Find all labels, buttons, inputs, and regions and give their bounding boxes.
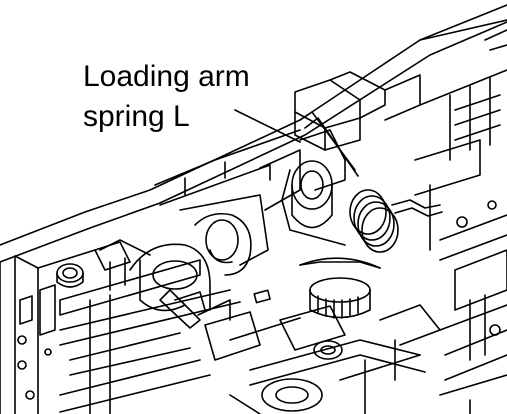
reel-assembly (99, 194, 269, 329)
central-spindle (299, 257, 381, 319)
lower-rails (59, 259, 241, 414)
callout-label-line-2: spring L (83, 100, 190, 133)
left-middle-detail (94, 241, 231, 321)
right-housing (414, 19, 507, 414)
loading-arm-bracket (294, 71, 421, 191)
frame-holes (17, 335, 52, 400)
loading-arm-spring (299, 111, 443, 253)
callout-leader (234, 109, 301, 143)
lower-mechanism (204, 289, 441, 414)
chassis-frame (0, 4, 507, 414)
left-screw-boss (56, 263, 84, 288)
bush-cylinder (281, 160, 346, 246)
center-housing (154, 129, 301, 211)
callout-label-line-1: Loading arm (83, 60, 250, 93)
